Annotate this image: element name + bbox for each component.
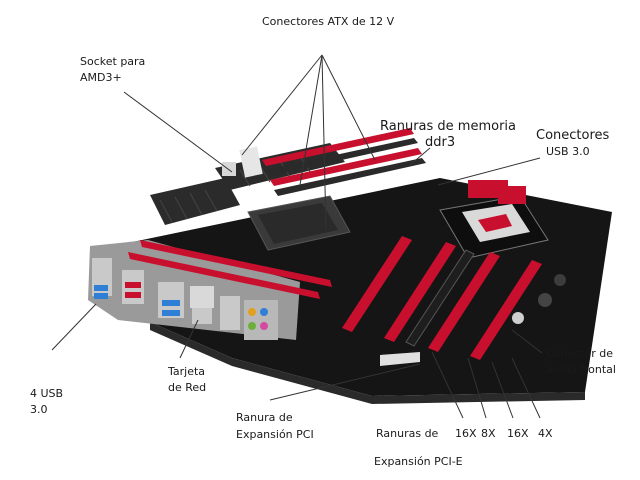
front-audio-header xyxy=(512,312,524,324)
label-audio-line2: audio frontal xyxy=(546,363,616,376)
label-slot-4x: 4X xyxy=(538,427,553,440)
pcie-slots xyxy=(342,236,542,360)
leader-lines xyxy=(51,54,543,419)
label-memory-line2: ddr3 xyxy=(425,135,456,150)
label-atx-12v: Conectores ATX de 12 V xyxy=(262,15,395,28)
leader-atx-4 xyxy=(321,54,376,161)
io-usb-blue-2 xyxy=(94,293,108,299)
label-pci-line1: Ranura de xyxy=(236,411,293,424)
label-socket-line2: AMD3+ xyxy=(80,71,122,84)
pci-slot xyxy=(380,352,420,366)
label-slot-8x: 8X xyxy=(481,427,496,440)
leader-usb-conn xyxy=(437,157,541,186)
leader-8x xyxy=(467,357,487,419)
pcb-edge xyxy=(150,322,585,404)
label-pcie-line2: Expansión PCI-E xyxy=(374,455,463,468)
leader-pci xyxy=(269,363,421,401)
io-usb-black-block xyxy=(220,296,240,330)
leader-usb4 xyxy=(51,303,97,351)
leader-memory xyxy=(409,147,431,166)
label-pcie-line1: Ranuras de xyxy=(376,427,439,440)
label-audio-line1: Conector de xyxy=(546,347,614,360)
leader-network xyxy=(179,319,199,359)
atx-connector xyxy=(239,146,263,178)
leader-4x xyxy=(511,357,541,419)
label-memory-line1: Ranuras de memoria xyxy=(380,119,516,134)
memory-slots xyxy=(262,128,426,196)
leader-atx-3 xyxy=(321,54,327,231)
io-usb-blue-1 xyxy=(94,285,108,291)
leader-16x-a xyxy=(431,351,464,419)
red-strip-left xyxy=(140,240,332,287)
label-network-line1: Tarjeta xyxy=(168,365,206,378)
leader-audio xyxy=(511,329,543,354)
label-usb4-line2: 3.0 xyxy=(30,403,48,416)
io-audio-block xyxy=(244,300,278,340)
leader-atx-2 xyxy=(241,54,323,156)
io-ethernet xyxy=(190,286,214,308)
label-usb4-line1: 4 USB xyxy=(30,387,64,400)
label-socket-line1: Socket para xyxy=(80,55,146,68)
atx-8pin xyxy=(222,162,236,176)
label-network-line2: de Red xyxy=(168,381,207,394)
leader-socket xyxy=(123,91,233,173)
leader-16x-b xyxy=(491,361,514,419)
label-pci-line2: Expansión PCI xyxy=(236,428,314,441)
label-slot-16x-b: 16X xyxy=(507,427,529,440)
label-usb-connectors-line2: USB 3.0 xyxy=(546,145,590,158)
label-usb-connectors-line1: Conectores xyxy=(536,128,610,143)
leader-atx-1 xyxy=(299,54,323,186)
label-slot-16x-a: 16X xyxy=(455,427,477,440)
heatsink-fins xyxy=(159,155,311,223)
